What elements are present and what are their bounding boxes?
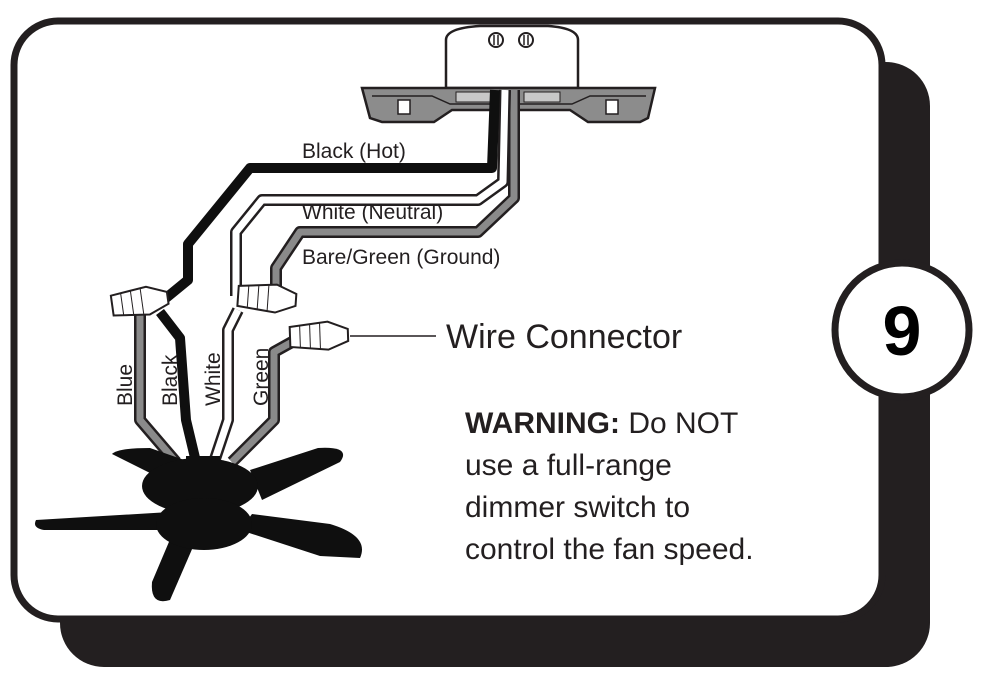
step-badge: 9	[831, 259, 973, 401]
warning-line2: use a full-range	[465, 449, 672, 482]
label-black: Black	[159, 354, 182, 406]
screw-icon	[488, 32, 504, 48]
svg-text:WARNING: Do NOT: WARNING: Do NOT	[465, 407, 738, 440]
label-white-neutral: White (Neutral)	[302, 201, 443, 224]
screw-icon	[518, 32, 534, 48]
warning-line1: Do NOT	[620, 407, 738, 440]
warning-prefix: WARNING:	[465, 407, 620, 440]
label-blue: Blue	[114, 364, 137, 406]
ceiling-ground-wire	[270, 90, 520, 300]
fan-green-wire	[227, 336, 295, 467]
warning-line4: control the fan speed.	[465, 533, 754, 566]
step-number: 9	[883, 292, 922, 370]
ceiling-black-wire	[162, 89, 500, 302]
ceiling-white-wire	[230, 89, 511, 296]
junction-box	[444, 24, 580, 90]
warning-line3: dimmer switch to	[465, 491, 690, 524]
warning-text: WARNING: Do NOT use a full-range dimmer …	[465, 407, 754, 566]
ceiling-fan-icon	[35, 447, 362, 602]
label-black-hot: Black (Hot)	[302, 140, 406, 163]
label-ground: Bare/Green (Ground)	[302, 246, 500, 269]
wire-connector-icon	[236, 283, 298, 314]
fan-black-wire	[156, 308, 201, 464]
fan-blue-wire	[134, 312, 181, 466]
wire-connector-label: Wire Connector	[446, 318, 682, 356]
wire-connector-icon	[288, 320, 350, 351]
fan-white-wire	[208, 307, 244, 464]
wire-connector-icon	[109, 285, 170, 317]
label-green: Green	[250, 348, 273, 406]
label-white: White	[202, 352, 225, 406]
